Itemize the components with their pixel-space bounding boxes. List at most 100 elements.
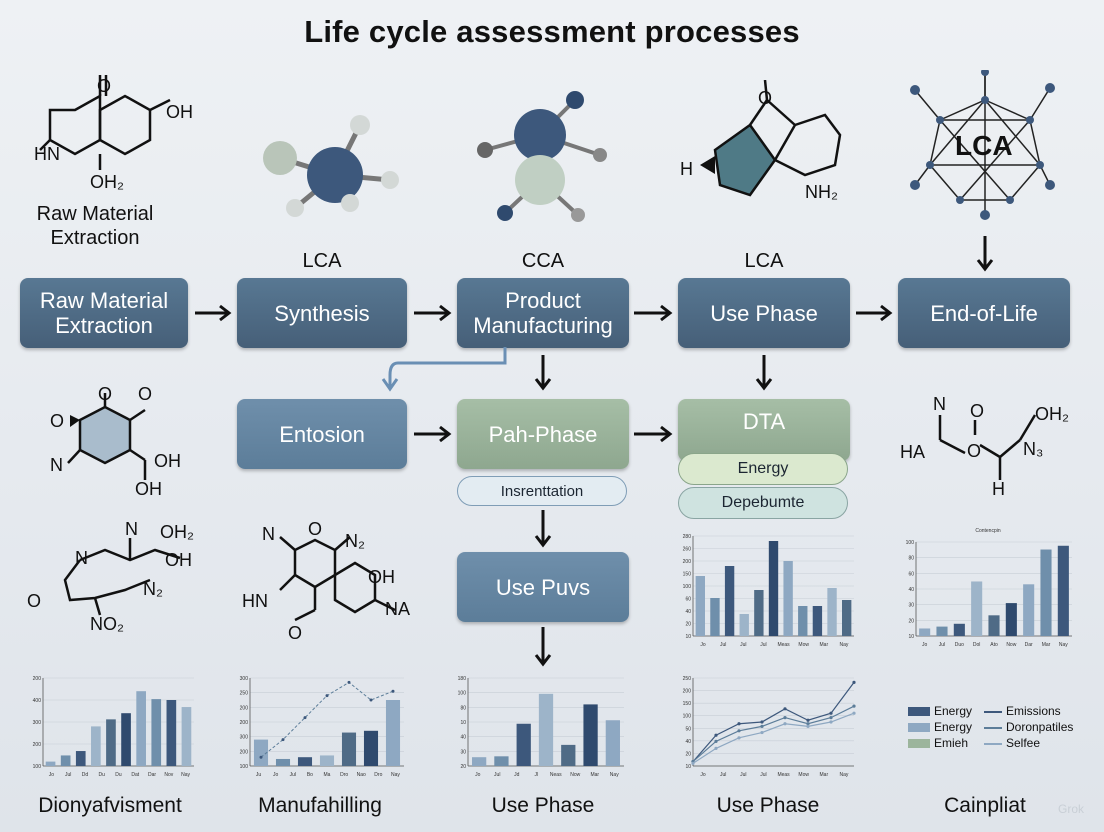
bar xyxy=(971,581,983,636)
tick-label: 100 xyxy=(683,584,692,590)
tick-label: 200 xyxy=(33,742,42,748)
pill-insrentation[interactable]: Insrenttation xyxy=(457,476,627,506)
category-label: Mar xyxy=(1042,642,1051,648)
data-point xyxy=(325,694,329,698)
tick-label: 100 xyxy=(240,764,249,770)
category-label: Jo xyxy=(49,772,55,778)
category-label: Nay xyxy=(391,772,400,778)
molecule-atom-label: O xyxy=(138,385,152,404)
category-label: Bo xyxy=(307,772,313,778)
data-point xyxy=(714,746,718,750)
molecule-atom-label: OH xyxy=(368,567,395,587)
tick-label: 10 xyxy=(460,720,466,726)
page-title: Life cycle assessment processes xyxy=(304,14,800,49)
tick-label: 250 xyxy=(240,691,249,697)
data-point xyxy=(829,711,833,715)
tick-label: 40 xyxy=(685,609,691,615)
legend-label: Emissions xyxy=(1006,704,1061,718)
category-label: Meas xyxy=(777,642,790,648)
pill-label: Energy xyxy=(737,460,789,477)
pill-energy[interactable]: Energy xyxy=(678,453,848,485)
tick-label: 200 xyxy=(240,705,249,711)
tick-label: 100 xyxy=(683,714,692,720)
process-entosion[interactable]: Entosion xyxy=(237,399,407,469)
category-label: Jul xyxy=(720,772,726,778)
tick-label: 300 xyxy=(33,720,42,726)
data-point xyxy=(303,716,307,720)
category-label: Jul xyxy=(290,772,296,778)
data-point xyxy=(737,722,741,726)
molecule-atom-label: OH₂ xyxy=(1035,404,1069,424)
category-label: Mar xyxy=(820,642,829,648)
category-label: Jl xyxy=(534,772,538,778)
bar xyxy=(341,732,357,766)
tick-label: 10 xyxy=(685,764,691,770)
molecule-pyridine-acid: O O O N OH OH xyxy=(50,385,181,499)
column-label: CCA xyxy=(521,250,565,272)
molecule-atom-label: N₂ xyxy=(143,579,163,599)
category-label: Meas xyxy=(777,772,790,778)
bar xyxy=(739,614,749,636)
tick-label: 400 xyxy=(33,698,42,704)
process-label: End-of-Life xyxy=(930,300,1038,326)
category-label: Mar xyxy=(590,772,599,778)
bar xyxy=(710,598,720,636)
category-label: Dar xyxy=(148,772,156,778)
tick-label: 300 xyxy=(240,676,249,682)
process-dta[interactable]: DTA xyxy=(678,399,850,461)
bar xyxy=(363,730,379,766)
data-point xyxy=(714,733,718,737)
data-point xyxy=(783,707,787,711)
tick-label: 100 xyxy=(33,764,42,770)
bottom-label: Use Phase xyxy=(716,794,820,817)
molecule-atom-label: H xyxy=(992,479,1005,499)
legend-item: Selfee xyxy=(984,736,1040,750)
tick-label: 200 xyxy=(33,676,42,682)
category-label: Jd xyxy=(514,772,520,778)
tick-label: 20 xyxy=(685,622,691,628)
bar xyxy=(516,723,531,766)
category-label: Nay xyxy=(839,642,848,648)
category-label: Jul xyxy=(740,642,746,648)
tick-label: 20 xyxy=(460,764,466,770)
bar xyxy=(724,566,735,636)
molecule-oxane: N OH N OH₂ N₂ NO₂ O xyxy=(27,520,194,634)
legend-item: Energy xyxy=(908,704,972,718)
tick-label: 40 xyxy=(460,735,466,741)
molecule-atom-label: NH₂ xyxy=(805,182,838,202)
process-raw-material-extraction[interactable]: Raw Material Extraction xyxy=(20,278,188,348)
category-label: Jul xyxy=(65,772,71,778)
column-label: LCA xyxy=(302,250,342,272)
process-end-of-life[interactable]: End-of-Life xyxy=(898,278,1070,348)
process-pah-phase[interactable]: Pah-Phase xyxy=(457,399,629,469)
tick-label: 200 xyxy=(683,559,692,565)
bar xyxy=(768,541,779,636)
curved-arrow-icon xyxy=(381,347,507,392)
molecule-chain: N OH₂ HA O O N₃ H xyxy=(900,395,1069,499)
data-point xyxy=(281,738,285,742)
category-label: Mar xyxy=(820,772,829,778)
series-line xyxy=(692,705,855,763)
process-label: DTA xyxy=(742,409,786,434)
process-use-puvs[interactable]: Use Puvs xyxy=(457,552,629,622)
category-label: Ato xyxy=(990,642,998,648)
watermark: Grok xyxy=(1058,802,1085,816)
process-use-phase[interactable]: Use Phase xyxy=(678,278,850,348)
category-label: Dat xyxy=(131,772,139,778)
bar xyxy=(827,588,837,636)
data-point xyxy=(259,755,263,759)
arrow-down-icon xyxy=(534,355,552,391)
bar xyxy=(1023,584,1035,636)
pill-depebumte[interactable]: Depebumte xyxy=(678,487,848,519)
process-label: Use Puvs xyxy=(495,574,591,600)
molecule-ball-stick-1 xyxy=(263,115,399,217)
lca-badge-text: LCA xyxy=(955,130,1013,161)
category-label: Du xyxy=(115,772,122,778)
process-synthesis[interactable]: Synthesis xyxy=(237,278,407,348)
process-product-manufacturing[interactable]: Product Manufacturing xyxy=(457,278,629,348)
tick-label: 10 xyxy=(685,634,691,640)
data-point xyxy=(852,704,856,708)
